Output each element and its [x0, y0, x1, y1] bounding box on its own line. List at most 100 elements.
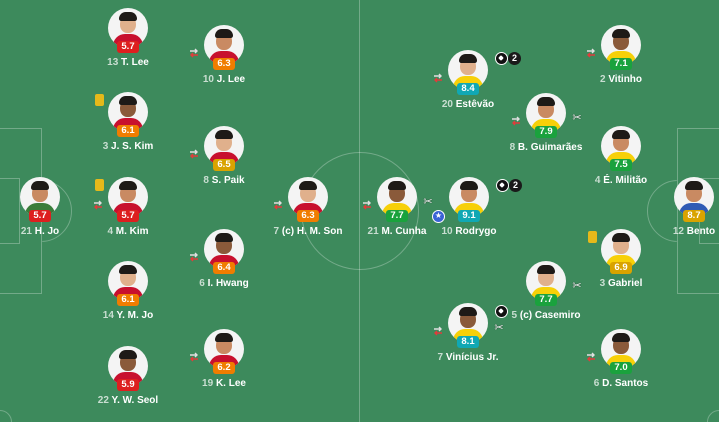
yellow-card-icon [95, 94, 104, 106]
player-rating: 7.9 [535, 126, 557, 138]
player-name-label[interactable]: 6 D. Santos [561, 378, 681, 389]
substitution-icon [187, 147, 201, 161]
yellow-card-icon [95, 179, 104, 191]
player-name-label[interactable]: 10 Rodrygo [409, 226, 529, 237]
player-p15[interactable]: 8.1✂7 Vinícius Jr. [428, 303, 508, 381]
shirt-number: 8 [509, 142, 516, 153]
player-name-label[interactable]: 3 Gabriel [561, 278, 681, 289]
shirt-number: 7 [273, 226, 280, 237]
player-name-label[interactable]: 21 H. Jo [0, 226, 100, 237]
player-name-label[interactable]: 4 M. Kim [68, 226, 188, 237]
player-photo[interactable] [204, 25, 244, 65]
substitution-icon [91, 198, 105, 212]
player-name-label[interactable]: 4 É. Militão [561, 175, 681, 186]
substitution-icon [509, 114, 523, 128]
player-name: J. S. Kim [111, 141, 154, 152]
shirt-number: 6 [199, 278, 205, 289]
player-photo[interactable] [448, 50, 488, 90]
player-name: (c) H. M. Son [281, 226, 343, 237]
player-p7[interactable]: 6.3 10 J. Lee [184, 25, 264, 103]
assist-boot-icon: ✂ [572, 112, 582, 124]
shirt-number: 20 [441, 99, 453, 110]
shirt-number: 8 [203, 175, 209, 186]
player-rating: 6.3 [213, 58, 235, 70]
player-name-label[interactable]: 2 Vitinho [561, 74, 681, 85]
substitution-icon [271, 198, 285, 212]
player-name-label[interactable]: 8 S. Paik [164, 175, 284, 186]
player-rating: 7.5 [610, 159, 632, 171]
goal-ball-icon [495, 305, 508, 318]
player-name: B. Guimarães [517, 142, 583, 153]
player-name-label[interactable]: 14 Y. M. Jo [68, 310, 188, 321]
player-name: Y. W. Seol [111, 395, 159, 406]
player-rating: 7.7 [535, 294, 557, 306]
shirt-number: 3 [599, 278, 606, 289]
shirt-number: 10 [202, 74, 214, 85]
player-p16[interactable]: 7.9 ✂ 8 B. Guimarães [506, 93, 586, 171]
goal-ball-icon [496, 179, 509, 192]
player-name: D. Santos [602, 378, 649, 389]
player-name: S. Paik [211, 175, 245, 186]
player-name: Y. M. Jo [116, 310, 154, 321]
corner-arc-bottom-left [0, 410, 12, 422]
shirt-number: 21 [20, 226, 32, 237]
substitution-icon [187, 250, 201, 264]
player-rating: 8.4 [457, 83, 479, 95]
player-name-label[interactable]: 19 K. Lee [164, 378, 284, 389]
player-name-label[interactable]: 13 T. Lee [68, 57, 188, 68]
player-photo[interactable] [20, 177, 60, 217]
player-of-match-star-icon: ★ [432, 210, 445, 223]
player-name: Vitinho [608, 74, 643, 85]
player-name-label[interactable]: 22 Y. W. Seol [68, 395, 188, 406]
player-name: I. Hwang [207, 278, 249, 289]
player-name-label[interactable]: 6 I. Hwang [164, 278, 284, 289]
player-name-label[interactable]: 12 Bento [634, 226, 719, 237]
right-penalty-box [677, 128, 719, 294]
player-name-label[interactable]: 7 Vinícius Jr. [408, 352, 528, 363]
player-name-label[interactable]: 10 J. Lee [164, 74, 284, 85]
player-rating: 6.1 [117, 125, 139, 137]
player-p3[interactable]: 6.1 3 J. S. Kim [88, 92, 168, 170]
player-name-label[interactable]: 7 (c) H. M. Son [248, 226, 368, 237]
corner-arc-bottom-right [707, 410, 719, 422]
substitution-icon [187, 46, 201, 60]
assist-boot-icon: ✂ [423, 196, 433, 208]
player-rating: 7.7 [386, 210, 408, 222]
shirt-number: 22 [97, 395, 109, 406]
shirt-number: 3 [102, 141, 109, 152]
player-rating: 6.2 [213, 362, 235, 374]
goal-ball-icon [495, 52, 508, 65]
player-name: M. Cunha [381, 226, 427, 237]
substitution-icon [187, 350, 201, 364]
player-rating: 6.9 [610, 262, 632, 274]
player-name: Vinícius Jr. [445, 352, 499, 363]
player-p12[interactable]: 7.7✂21 M. Cunha [357, 177, 437, 255]
player-name-label[interactable]: 20 Estêvão [408, 99, 528, 110]
player-name: J. Lee [216, 74, 246, 85]
player-p17[interactable]: 7.7✂5 (c) Casemiro [506, 261, 586, 339]
shirt-number: 5 [511, 310, 518, 321]
player-name-label[interactable]: 21 M. Cunha [337, 226, 457, 237]
player-name-label[interactable]: 8 B. Guimarães [486, 142, 606, 153]
shirt-number: 14 [102, 310, 114, 321]
yellow-card-icon [588, 231, 597, 243]
player-name-label[interactable]: 3 J. S. Kim [68, 141, 188, 152]
player-name-label[interactable]: 5 (c) Casemiro [486, 310, 606, 321]
